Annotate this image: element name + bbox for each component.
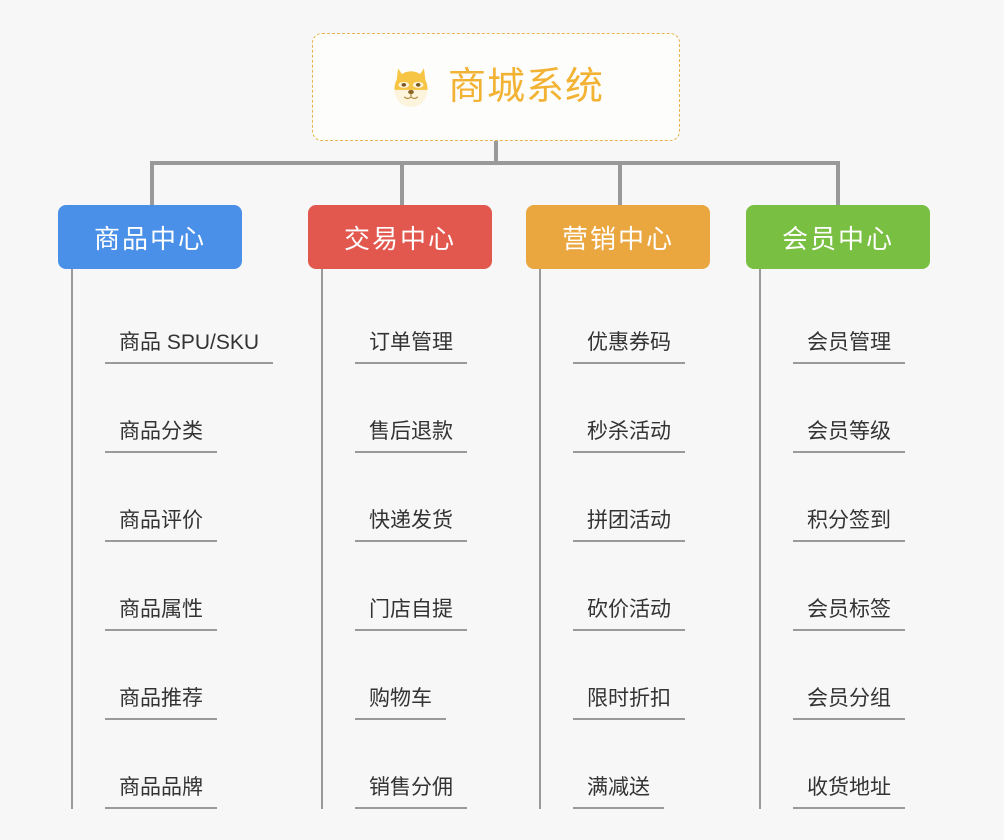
branch-leaf-list: 会员管理 会员等级 积分签到 会员标签 会员分组 收货地址	[759, 269, 930, 809]
leaf-label: 优惠券码	[573, 331, 685, 364]
list-item[interactable]: 门店自提	[323, 542, 492, 631]
leaf-label: 会员标签	[793, 598, 905, 631]
branch-header-button[interactable]: 营销中心	[526, 205, 710, 269]
leaf-label: 拼团活动	[573, 509, 685, 542]
shiba-dog-face-icon	[394, 68, 428, 108]
list-item[interactable]: 购物车	[323, 631, 492, 720]
leaf-label: 会员分组	[793, 687, 905, 720]
list-item[interactable]: 订单管理	[323, 275, 492, 364]
connector-root-stem	[494, 141, 498, 165]
leaf-label: 砍价活动	[573, 598, 685, 631]
leaf-label: 会员管理	[793, 331, 905, 364]
list-item[interactable]: 收货地址	[761, 720, 930, 809]
leaf-label: 收货地址	[793, 776, 905, 809]
list-item[interactable]: 秒杀活动	[541, 364, 710, 453]
list-item[interactable]: 售后退款	[323, 364, 492, 453]
leaf-label: 商品品牌	[105, 776, 217, 809]
root-node[interactable]: 商城系统	[312, 33, 680, 141]
list-item[interactable]: 快递发货	[323, 453, 492, 542]
list-item[interactable]: 会员管理	[761, 275, 930, 364]
branch-column-会员中心: 会员中心 会员管理 会员等级 积分签到 会员标签 会员分组 收货地址	[746, 205, 930, 809]
branch-header-button[interactable]: 商品中心	[58, 205, 242, 269]
branch-column-交易中心: 交易中心 订单管理 售后退款 快递发货 门店自提 购物车 销售分佣	[308, 205, 492, 809]
leaf-label: 会员等级	[793, 420, 905, 453]
list-item[interactable]: 限时折扣	[541, 631, 710, 720]
list-item[interactable]: 优惠券码	[541, 275, 710, 364]
leaf-label: 购物车	[355, 687, 446, 720]
leaf-label: 商品评价	[105, 509, 217, 542]
list-item[interactable]: 会员标签	[761, 542, 930, 631]
leaf-label: 满减送	[573, 776, 664, 809]
leaf-label: 门店自提	[355, 598, 467, 631]
list-item[interactable]: 拼团活动	[541, 453, 710, 542]
list-item[interactable]: 会员分组	[761, 631, 930, 720]
branch-header-button[interactable]: 交易中心	[308, 205, 492, 269]
leaf-label: 销售分佣	[355, 776, 467, 809]
connector-drop-1	[150, 161, 154, 205]
leaf-label: 积分签到	[793, 509, 905, 542]
branch-header-button[interactable]: 会员中心	[746, 205, 930, 269]
list-item[interactable]: 商品属性	[73, 542, 242, 631]
branch-column-营销中心: 营销中心 优惠券码 秒杀活动 拼团活动 砍价活动 限时折扣 满减送	[526, 205, 710, 809]
leaf-label: 售后退款	[355, 420, 467, 453]
leaf-label: 订单管理	[355, 331, 467, 364]
list-item[interactable]: 满减送	[541, 720, 710, 809]
branch-column-商品中心: 商品中心 商品 SPU/SKU 商品分类 商品评价 商品属性 商品推荐 商品品牌	[58, 205, 274, 809]
list-item[interactable]: 销售分佣	[323, 720, 492, 809]
list-item[interactable]: 积分签到	[761, 453, 930, 542]
list-item[interactable]: 商品品牌	[73, 720, 242, 809]
leaf-label: 商品推荐	[105, 687, 217, 720]
branch-leaf-list: 优惠券码 秒杀活动 拼团活动 砍价活动 限时折扣 满减送	[539, 269, 710, 809]
leaf-label: 商品分类	[105, 420, 217, 453]
connector-horizontal-bus	[150, 161, 840, 165]
list-item[interactable]: 商品 SPU/SKU	[73, 275, 274, 364]
list-item[interactable]: 商品评价	[73, 453, 242, 542]
leaf-label: 商品 SPU/SKU	[105, 331, 274, 364]
root-title: 商城系统	[447, 66, 604, 108]
list-item[interactable]: 会员等级	[761, 364, 930, 453]
connector-drop-4	[836, 161, 840, 205]
list-item[interactable]: 商品分类	[73, 364, 242, 453]
connector-drop-3	[618, 161, 622, 205]
list-item[interactable]: 砍价活动	[541, 542, 710, 631]
branch-leaf-list: 订单管理 售后退款 快递发货 门店自提 购物车 销售分佣	[321, 269, 492, 809]
connector-drop-2	[400, 161, 404, 205]
leaf-label: 限时折扣	[573, 687, 685, 720]
leaf-label: 快递发货	[355, 509, 467, 542]
list-item[interactable]: 商品推荐	[73, 631, 242, 720]
branch-leaf-list: 商品 SPU/SKU 商品分类 商品评价 商品属性 商品推荐 商品品牌	[71, 269, 274, 809]
leaf-label: 商品属性	[105, 598, 217, 631]
leaf-label: 秒杀活动	[573, 420, 685, 453]
